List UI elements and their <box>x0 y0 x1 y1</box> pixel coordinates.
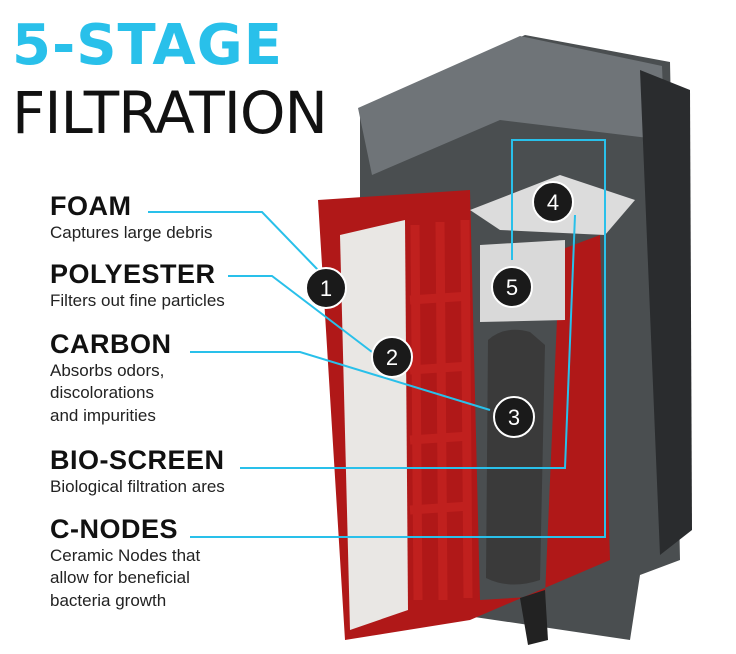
leader-line-carbon <box>190 351 491 411</box>
stage-label-carbon: CARBON Absorbs odors, discolorations and… <box>50 330 172 427</box>
svg-text:1: 1 <box>320 276 332 301</box>
badge-5: 5 <box>491 266 533 308</box>
stage-name: POLYESTER <box>50 259 216 289</box>
stage-description: Ceramic Nodes that allow for beneficial … <box>50 546 201 610</box>
svg-text:4: 4 <box>547 190 559 215</box>
housing-side <box>640 70 692 555</box>
housing-lid <box>358 36 665 175</box>
badge-2: 2 <box>371 336 413 378</box>
stage-label-polyester: POLYESTER Filters out fine particles <box>50 260 225 312</box>
impeller <box>520 590 548 645</box>
stage-description: Filters out fine particles <box>50 291 225 311</box>
stage-name: BIO-SCREEN <box>50 445 225 475</box>
stage-label-foam: FOAM Captures large debris <box>50 192 213 244</box>
svg-text:2: 2 <box>386 345 398 370</box>
stage-label-c-nodes: C-NODES Ceramic Nodes that allow for ben… <box>50 515 200 612</box>
leader-line-foam <box>148 211 319 271</box>
svg-text:5: 5 <box>506 275 518 300</box>
badge-4: 4 <box>532 181 574 223</box>
leader-line-c-nodes <box>190 139 606 538</box>
stage-description: Biological filtration ares <box>50 477 225 497</box>
foam-panel <box>340 220 408 630</box>
stage-label-bio-screen: BIO-SCREEN Biological filtration ares <box>50 446 225 498</box>
title-main: FILTRATION <box>12 79 328 147</box>
leader-lines <box>148 139 606 538</box>
badge-1: 1 <box>305 267 347 309</box>
stage-name: C-NODES <box>50 514 179 544</box>
stage-name: FOAM <box>50 191 132 221</box>
carbon-bag <box>486 329 545 585</box>
stage-description: Captures large debris <box>50 223 213 243</box>
title-accent: 5-STAGE <box>12 13 283 78</box>
svg-text:3: 3 <box>508 405 520 430</box>
leader-line-polyester <box>228 275 373 353</box>
stage-name: CARBON <box>50 329 172 359</box>
badge-3: 3 <box>493 396 535 438</box>
leader-line-bio-screen <box>240 214 576 469</box>
stage-description: Absorbs odors, discolorations and impuri… <box>50 361 165 425</box>
